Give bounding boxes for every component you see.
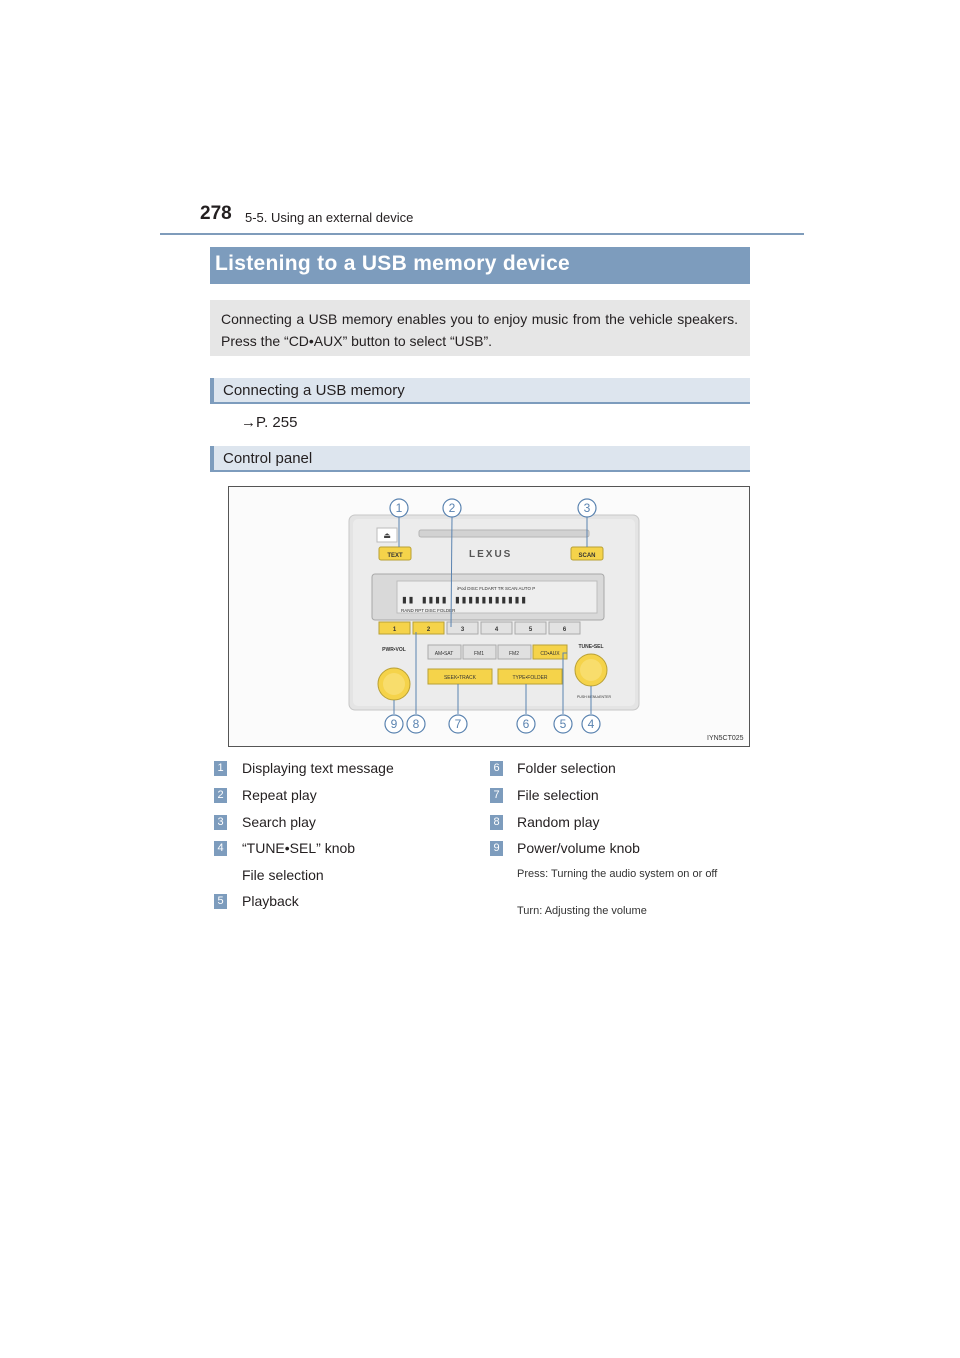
- legend-note-press: Press: Turning the audio system on or of…: [517, 868, 718, 880]
- callout-circle-8: [406, 714, 426, 734]
- preset-button-1: [378, 621, 411, 635]
- legend-item-1: Displaying text message: [242, 760, 394, 776]
- tune-sel-label: TUNE•SEL: [578, 644, 603, 650]
- callout-numbers: 1 2 3 4 5 6 7 8 9: [384, 498, 601, 734]
- header-rule: [160, 233, 804, 235]
- callout-lines: [393, 516, 592, 714]
- brand-logo: LEXUS: [469, 549, 512, 560]
- fm1-label: FM1: [474, 651, 484, 657]
- scan-button-label: SCAN: [578, 553, 595, 559]
- fm2-label: FM2: [509, 651, 519, 657]
- display-segments: ▮▮ ▮▮▮▮ ▮▮▮▮▮▮▮▮▮▮▮: [401, 593, 527, 606]
- legend-number-7: 7: [490, 788, 503, 803]
- eject-button: [376, 527, 398, 543]
- legend-number-9: 9: [490, 841, 503, 856]
- callout-number-6: 6: [523, 717, 530, 731]
- legend-item-3: Search play: [242, 814, 316, 830]
- callout-circle-9: [384, 714, 404, 734]
- figure-id: IYN5CT025: [707, 735, 744, 742]
- callout-circle-3: [577, 498, 597, 518]
- legend-number-6: 6: [490, 761, 503, 776]
- legend-item-4: “TUNE•SEL” knob: [242, 840, 356, 856]
- legend-item-9: Power/volume knob: [517, 840, 640, 856]
- legend-item-8: Random play: [517, 814, 600, 830]
- legend-number-2: 2: [214, 788, 227, 803]
- pwr-vol-label: PWR•VOL: [382, 647, 406, 653]
- callout-number-1: 1: [396, 501, 403, 515]
- preset-label-2: 2: [427, 627, 431, 633]
- intro-text: Connecting a USB memory enables you to e…: [221, 311, 738, 349]
- am-sat-label: AM•SAT: [435, 651, 454, 657]
- text-button-label: TEXT: [387, 553, 403, 559]
- preset-label-5: 5: [529, 627, 533, 633]
- legend-item-6: Folder selection: [517, 760, 616, 776]
- callout-number-7: 7: [455, 717, 462, 731]
- callout-number-8: 8: [413, 717, 420, 731]
- callout-number-3: 3: [584, 501, 591, 515]
- page-reference-link[interactable]: →P. 255: [241, 414, 298, 431]
- callout-circle-1: [389, 498, 409, 518]
- legend-item-4-sub: File selection: [242, 867, 324, 883]
- subheading-bar-control-panel: [210, 446, 750, 472]
- legend-item-5: Playback: [242, 893, 299, 909]
- subheading-control-panel: Control panel: [223, 450, 313, 467]
- section-title: 5-5. Using an external device: [245, 210, 414, 225]
- callout-number-9: 9: [391, 717, 398, 731]
- preset-label-3: 3: [461, 627, 465, 633]
- callout-number-5: 5: [560, 717, 567, 731]
- callout-circle-2: [442, 498, 462, 518]
- display-bottom-text: RAND RPT DISC FOLDER: [401, 608, 456, 613]
- legend-number-4: 4: [214, 841, 227, 856]
- subheading-connecting: Connecting a USB memory: [223, 382, 405, 399]
- page-title: Listening to a USB memory device: [215, 252, 571, 275]
- control-panel-figure: ⏏ TEXT SCAN LEXUS iPod DISC FLDART TR SC…: [228, 486, 750, 747]
- display-top-text: iPod DISC FLDART TR SCAN AUTO P: [457, 586, 535, 591]
- legend-number-8: 8: [490, 815, 503, 830]
- legend-number-5: 5: [214, 894, 227, 909]
- preset-button-4: [480, 621, 513, 635]
- svg-text:⏏: ⏏: [383, 531, 391, 540]
- seek-track-label: SEEK•TRACK: [444, 675, 477, 681]
- subheading-bar-connecting: [210, 378, 750, 404]
- text-button: [378, 546, 412, 561]
- callout-circle-4: [581, 714, 601, 734]
- callout-circle-7: [448, 714, 468, 734]
- preset-button-5: [514, 621, 547, 635]
- callout-number-2: 2: [449, 501, 456, 515]
- preset-label-1: 1: [393, 627, 397, 633]
- legend-item-7: File selection: [517, 787, 599, 803]
- cd-aux-label: CD•AUX: [540, 651, 560, 657]
- legend-item-2: Repeat play: [242, 787, 317, 803]
- display-screen: [396, 580, 598, 614]
- legend-number-3: 3: [214, 815, 227, 830]
- type-folder-label: TYPE•FOLDER: [512, 675, 547, 681]
- callout-circle-6: [516, 714, 536, 734]
- preset-button-2: [412, 621, 445, 635]
- cd-slot: [418, 529, 590, 538]
- preset-buttons: 1 2 3 4 5 6: [378, 621, 581, 635]
- preset-label-4: 4: [495, 627, 499, 633]
- push-menu-label: PUSH MENU•ENTER: [577, 695, 612, 699]
- callout-circle-5: [553, 714, 573, 734]
- preset-label-6: 6: [563, 627, 567, 633]
- preset-button-3: [446, 621, 479, 635]
- preset-button-6: [548, 621, 581, 635]
- page-number: 278: [200, 203, 232, 224]
- legend-note-turn: Turn: Adjusting the volume: [517, 905, 647, 917]
- legend-number-1: 1: [214, 761, 227, 776]
- title-bar: [210, 247, 750, 284]
- callout-number-4: 4: [588, 717, 595, 731]
- intro-box: [210, 300, 750, 356]
- control-panel-illustration: ⏏ TEXT SCAN LEXUS iPod DISC FLDART TR SC…: [348, 498, 744, 742]
